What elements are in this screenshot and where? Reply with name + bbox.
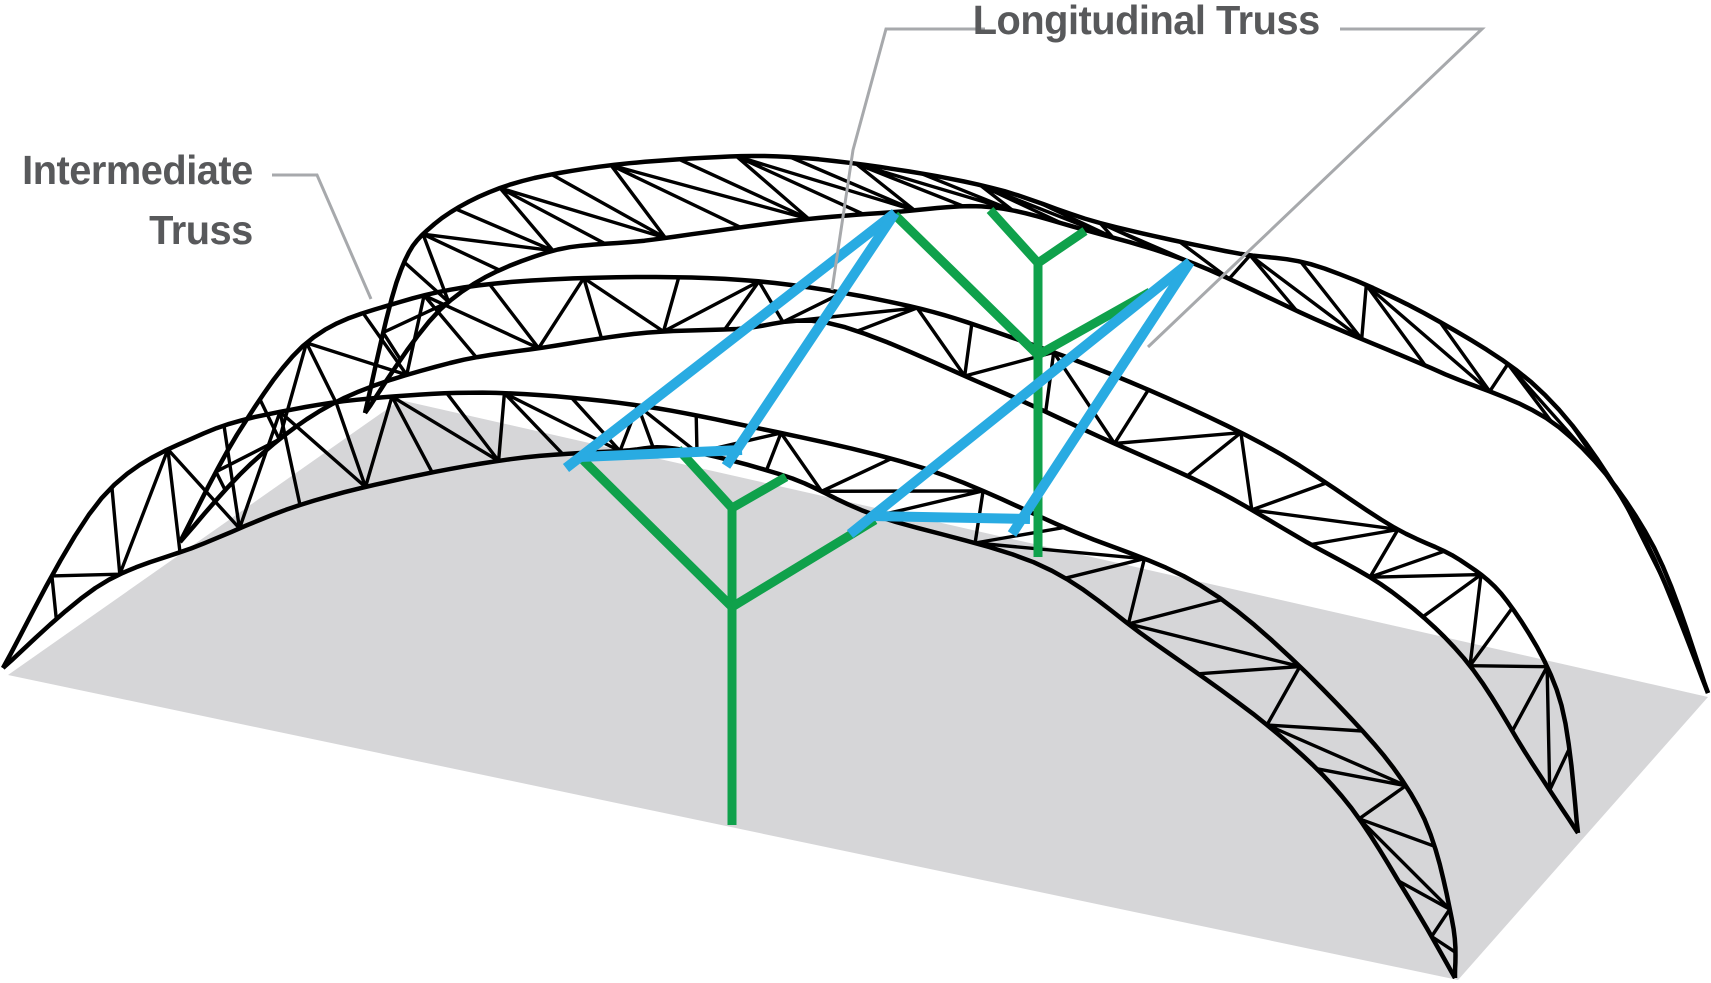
label-longitudinal-truss: Longitudinal Truss [973, 0, 1320, 43]
ground-plane-layer [8, 400, 1708, 980]
leader-lines [272, 27, 1486, 349]
ground-plane [8, 400, 1708, 980]
leader-longitudinal-left [830, 27, 985, 291]
back-arch-truss-top-chord [362, 153, 1711, 694]
back-tree-column-branch [1035, 288, 1153, 359]
middle-arch-truss-web [178, 276, 1580, 834]
front-tree-column-branch [576, 453, 736, 611]
leader-intermediate [272, 173, 373, 300]
longitudinal-truss-member [871, 511, 1031, 524]
back-arch-truss [362, 153, 1711, 694]
back-tree-column-branch [986, 206, 1042, 267]
longitudinal-truss-member [1007, 259, 1195, 537]
back-tree-column-branch [891, 211, 1042, 359]
back-tree-column-branch [1035, 227, 1088, 267]
longitudinal-truss-member [721, 210, 900, 469]
front-arch-truss-top-chord [1, 390, 1458, 978]
middle-arch-truss-bottom-chord [178, 318, 1580, 835]
longitudinal-truss-member [846, 258, 1194, 538]
middle-arch-truss-top-chord [178, 274, 1581, 834]
longitudinal-truss-highlight [562, 209, 1195, 538]
front-tree-column-branch [729, 473, 789, 512]
longitudinal-truss-member [562, 209, 899, 472]
back-tree-column [891, 206, 1153, 557]
label-intermediate-truss: Intermediate Truss [22, 140, 253, 260]
front-tree-column-branch [674, 445, 736, 512]
leader-longitudinal-right [1146, 27, 1486, 349]
label-intermediate-line1: Intermediate [22, 147, 253, 193]
back-arch-truss-bottom-chord [363, 203, 1711, 694]
middle-arch-truss [178, 274, 1581, 835]
longitudinal-truss-member [579, 445, 743, 462]
label-intermediate-line2: Truss [149, 207, 253, 253]
